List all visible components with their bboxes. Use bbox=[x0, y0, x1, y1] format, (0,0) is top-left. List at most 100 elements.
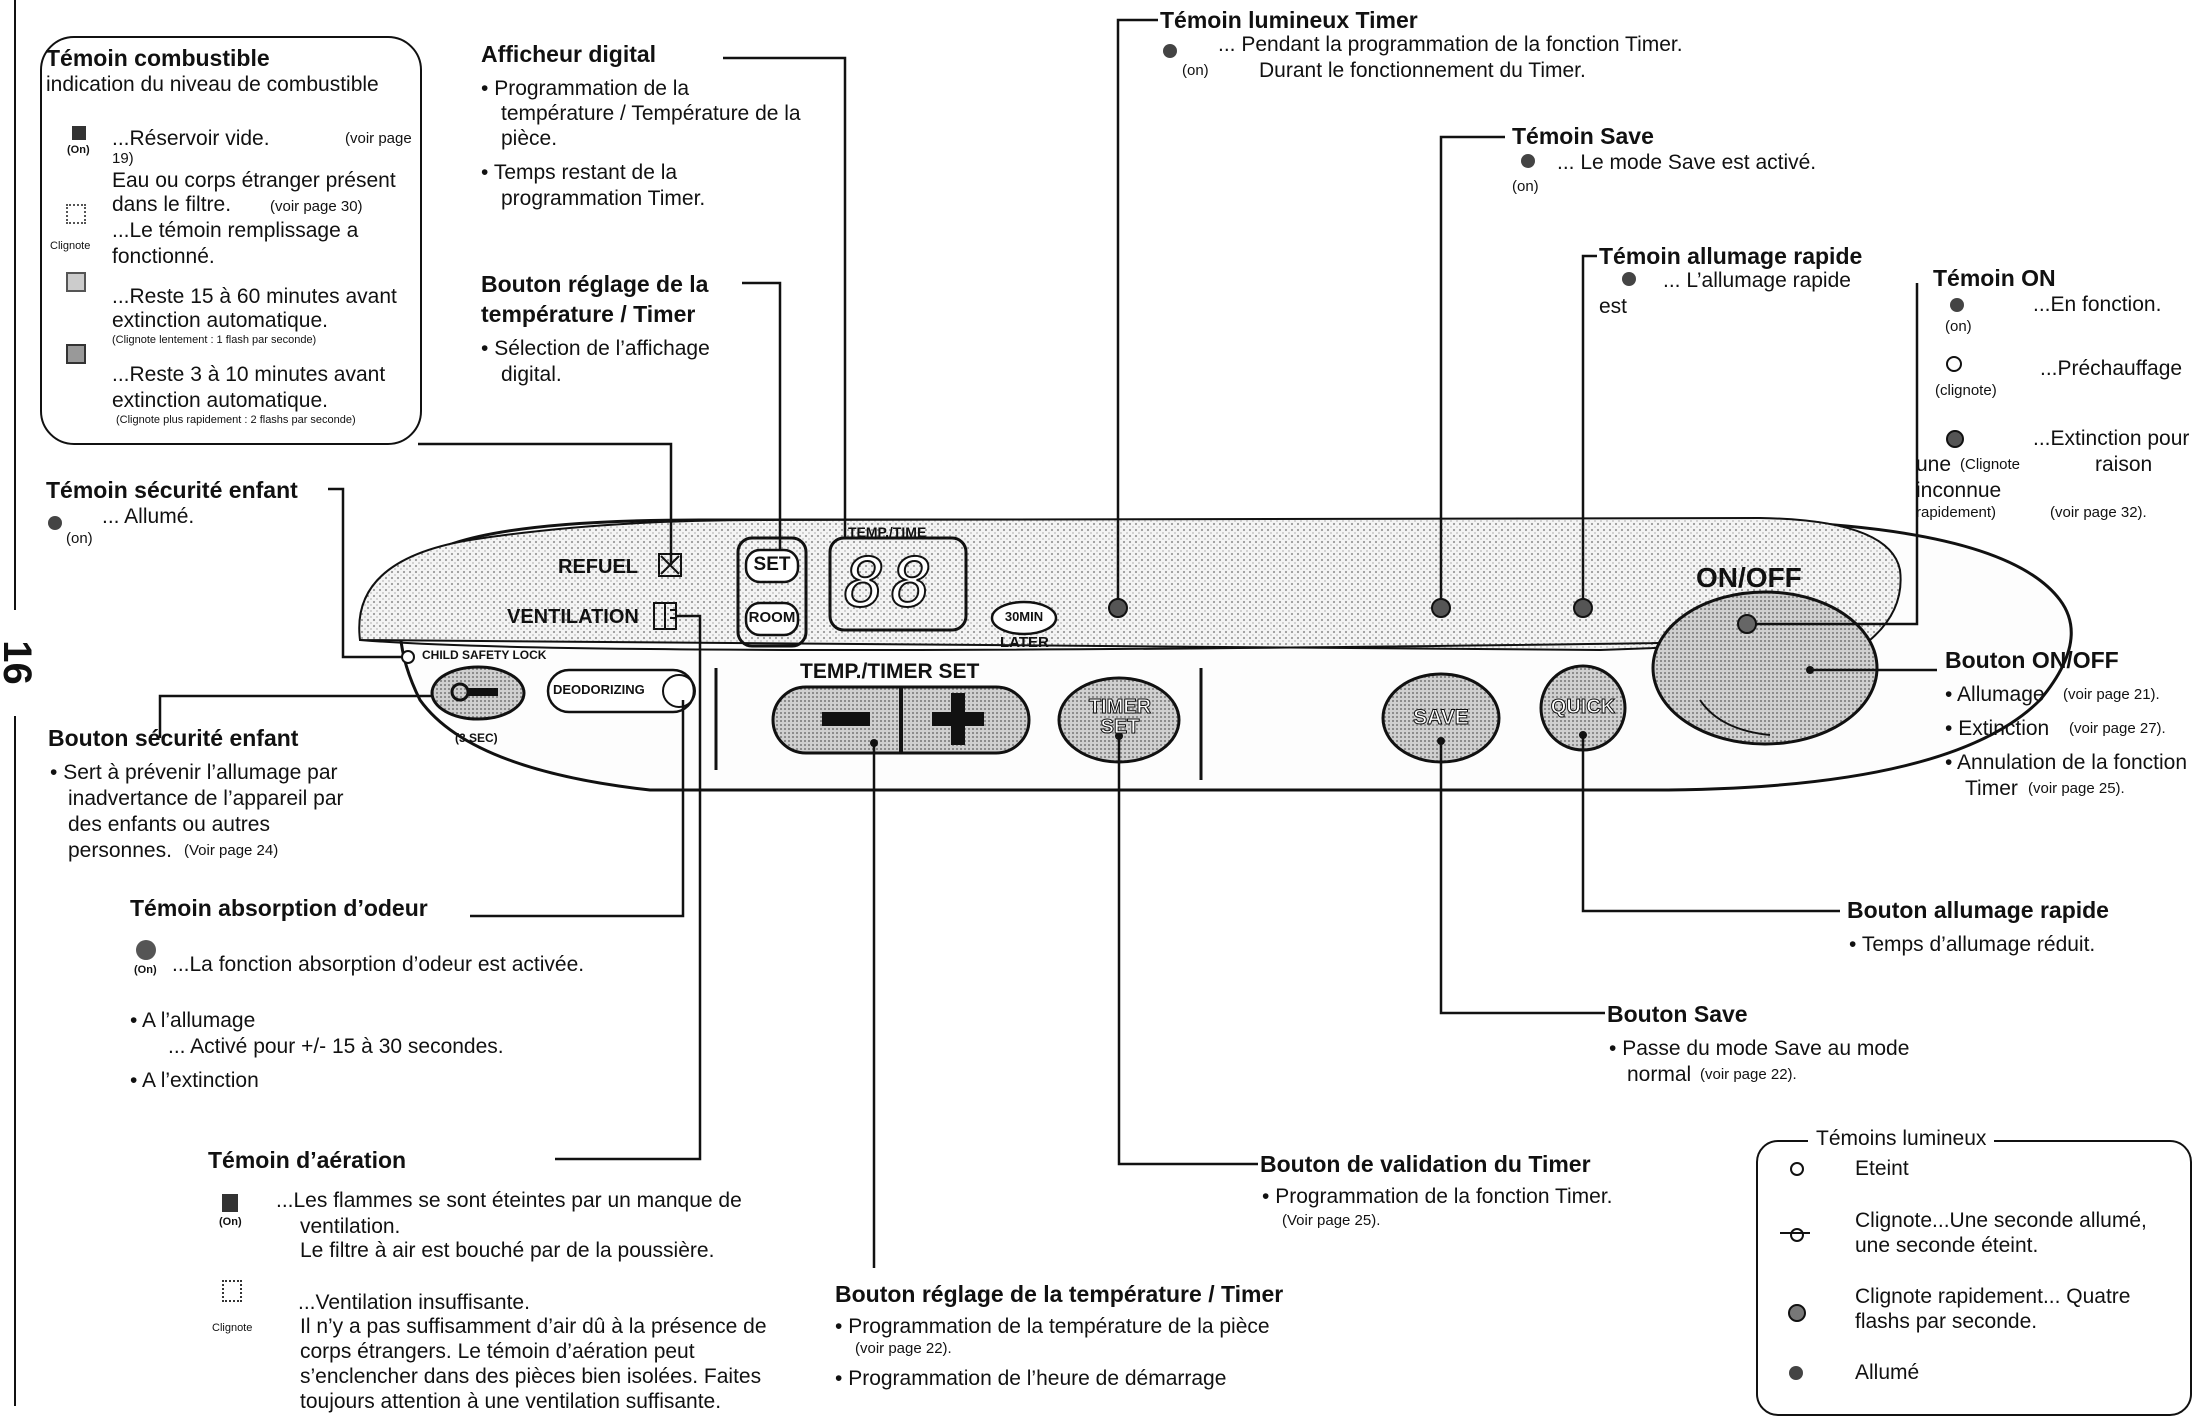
combustible-l1-ref: (voir page bbox=[345, 130, 412, 147]
onoff-button[interactable] bbox=[1660, 600, 1870, 740]
timer-set-line2: SET bbox=[1100, 716, 1140, 738]
combustible-l1: ...Réservoir vide. bbox=[112, 127, 270, 150]
onoff-button-b3: Annulation de la fonction bbox=[1945, 750, 2187, 776]
temp-time-label: TEMP./TIME bbox=[848, 524, 927, 540]
on-blink-icon bbox=[1946, 356, 1962, 372]
combustible-l3-ref: (voir page 30) bbox=[270, 198, 363, 215]
on-light-l2: ...Préchauffage bbox=[2040, 357, 2183, 380]
timer-set-line1: TIMER bbox=[1088, 696, 1152, 718]
on-light-title: Témoin ON bbox=[1933, 265, 2056, 291]
onoff-button-b4-ref: (voir page 25). bbox=[2028, 780, 2125, 797]
child-lock-button[interactable] bbox=[432, 667, 524, 719]
odor-b2: A l’extinction bbox=[130, 1068, 259, 1094]
odor-on-label: (On) bbox=[134, 964, 157, 976]
quick-light-l2: est bbox=[1599, 295, 1628, 318]
blink-rays-icon bbox=[1780, 1232, 1810, 1234]
combustible-l3: dans le filtre. bbox=[112, 193, 232, 216]
combustible-l8: ...Reste 3 à 10 minutes avant bbox=[112, 363, 386, 386]
odor-title: Témoin absorption d’odeur bbox=[130, 895, 428, 921]
refuel-slow-icon bbox=[66, 272, 86, 292]
aeration-l3: Le filtre à air est bouché par de la pou… bbox=[300, 1239, 715, 1262]
reglage-top-title1: Bouton réglage de la bbox=[481, 271, 709, 297]
aeration-clignote: Clignote bbox=[212, 1322, 253, 1334]
save-led bbox=[1431, 598, 1451, 618]
aeration-l7: s’enclencher dans des pièces bien isolée… bbox=[300, 1365, 762, 1388]
child-on-dot-icon bbox=[48, 516, 62, 530]
save-button-b1a: Passe du mode Save au mode bbox=[1609, 1036, 1909, 1062]
onoff-button-b4: Timer bbox=[1965, 777, 2018, 800]
margin-rule-bottom bbox=[14, 716, 16, 1406]
timer-validation-b1: Programmation de la fonction Timer. bbox=[1262, 1184, 1612, 1210]
timer-led bbox=[1108, 598, 1128, 618]
refuel-fast-icon bbox=[66, 344, 86, 364]
timer-set-button[interactable]: TIMER SET bbox=[1085, 696, 1155, 738]
legend-r1: Eteint bbox=[1855, 1157, 1909, 1180]
room-button[interactable]: ROOM bbox=[748, 609, 796, 626]
legend-r3b: flashs par seconde. bbox=[1855, 1310, 2038, 1333]
on-filled-circle-icon bbox=[1789, 1366, 1803, 1380]
legend-title: Témoins lumineux bbox=[1808, 1126, 1995, 1152]
save-button-b1b: normal bbox=[1627, 1063, 1692, 1086]
later-30min-label[interactable]: 30MIN bbox=[1004, 609, 1044, 624]
combustible-subtitle: indication du niveau de combustible bbox=[46, 73, 379, 96]
odor-b1: A l’allumage bbox=[130, 1008, 255, 1034]
combustible-l1-ref2: 19) bbox=[112, 150, 134, 167]
save-light-on: (on) bbox=[1512, 178, 1539, 195]
combustible-box bbox=[40, 36, 422, 445]
blink-circle-icon bbox=[1790, 1228, 1804, 1242]
quick-light-l1: ... L’allumage rapide bbox=[1663, 269, 1851, 292]
digits-display: 88 bbox=[843, 543, 938, 624]
minus-button[interactable] bbox=[775, 688, 900, 752]
save-button-title: Bouton Save bbox=[1607, 1001, 1748, 1027]
ventilation-label: VENTILATION bbox=[507, 606, 639, 628]
quick-button[interactable]: QUICK bbox=[1550, 696, 1616, 719]
save-light-title: Témoin Save bbox=[1512, 123, 1654, 149]
aeration-blink-icon bbox=[222, 1280, 242, 1302]
on-light-l3: ...Extinction pour bbox=[2033, 427, 2190, 450]
reglage-top-b1a: Sélection de l’affichage bbox=[481, 336, 710, 362]
onoff-button-b2-ref: (voir page 27). bbox=[2069, 720, 2166, 737]
refuel-on-icon bbox=[72, 126, 86, 140]
refuel-label: REFUEL bbox=[558, 556, 638, 578]
plus-button[interactable] bbox=[903, 688, 1028, 752]
save-button[interactable]: SAVE bbox=[1413, 706, 1470, 730]
onoff-button-b1: Allumage bbox=[1945, 682, 2045, 708]
combustible-clignote: Clignote bbox=[50, 240, 91, 252]
timer-light-l2: Durant le fonctionnement du Timer. bbox=[1259, 59, 1586, 82]
legend-r2a: Clignote...Une seconde allumé, bbox=[1855, 1209, 2147, 1232]
off-circle-icon bbox=[1790, 1162, 1804, 1176]
combustible-title: Témoin combustible bbox=[46, 45, 270, 71]
on-light-clignote: (clignote) bbox=[1935, 382, 1997, 399]
set-button[interactable]: SET bbox=[753, 554, 791, 575]
combustible-l9: extinction automatique. bbox=[112, 389, 328, 412]
afficheur-b1a: Programmation de la bbox=[481, 76, 689, 102]
timer-validation-title: Bouton de validation du Timer bbox=[1260, 1151, 1591, 1177]
afficheur-b1c: pièce. bbox=[501, 127, 558, 150]
on-light-l6a: rapidement) bbox=[1916, 504, 1997, 521]
aeration-l6: corps étrangers. Le témoin d’aération pe… bbox=[300, 1340, 695, 1363]
reglage-bottom-b2: Programmation de l’heure de démarrage bbox=[835, 1366, 1226, 1392]
save-button-b1-ref: (voir page 22). bbox=[1700, 1066, 1797, 1083]
reglage-top-b1b: digital. bbox=[501, 363, 562, 386]
quick-on-dot-icon bbox=[1622, 272, 1636, 286]
child-lock-label: CHILD SAFETY LOCK bbox=[422, 648, 547, 662]
refuel-blink-icon bbox=[66, 204, 86, 224]
child-button-l4: personnes. bbox=[68, 839, 172, 862]
afficheur-title: Afficheur digital bbox=[481, 41, 657, 67]
quick-button-b1: Temps d’allumage réduit. bbox=[1849, 932, 2095, 958]
aeration-title: Témoin d’aération bbox=[208, 1147, 407, 1173]
combustible-l7: extinction automatique. bbox=[112, 309, 328, 332]
margin-rule-top bbox=[14, 0, 16, 610]
combustible-l4: ...Le témoin remplissage a bbox=[112, 219, 359, 242]
on-light-l4a: une bbox=[1916, 453, 1952, 476]
on-light-l4b: (Clignote bbox=[1960, 456, 2021, 473]
aeration-on-icon bbox=[222, 1194, 238, 1212]
deodorizing-button[interactable]: DEODORIZING bbox=[553, 682, 645, 697]
aeration-on-label: (On) bbox=[219, 1216, 242, 1228]
timer-light-on: (on) bbox=[1182, 62, 1209, 79]
on-dot-icon bbox=[1950, 298, 1964, 312]
onoff-button-b2: Extinction bbox=[1945, 716, 2049, 742]
legend-r3a: Clignote rapidement... Quatre bbox=[1855, 1285, 2131, 1308]
save-on-dot-icon bbox=[1521, 154, 1535, 168]
